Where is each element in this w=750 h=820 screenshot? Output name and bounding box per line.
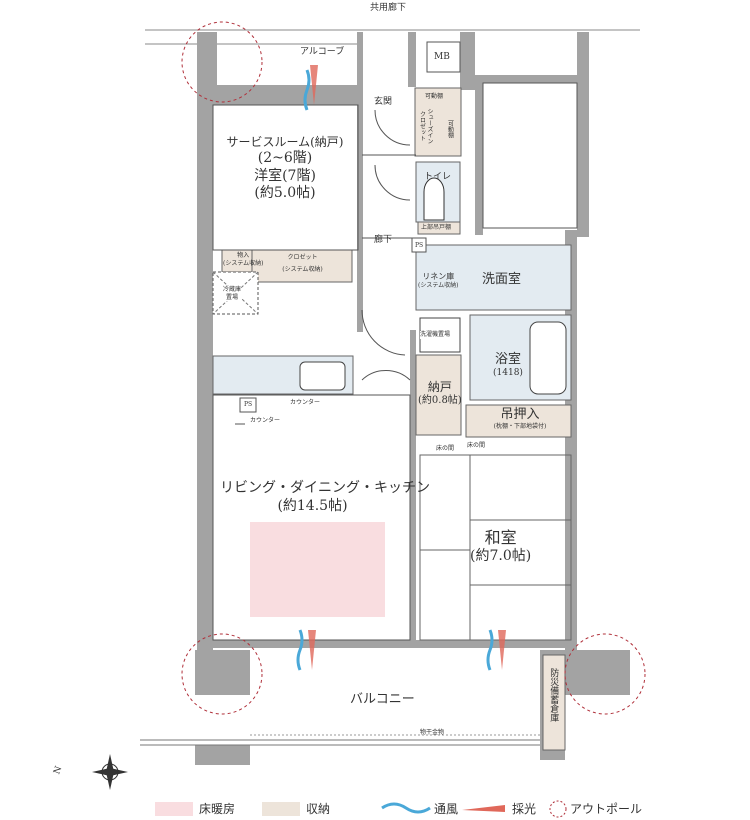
nando-name: 納戸: [427, 380, 452, 394]
legend-label: 床暖房: [199, 802, 236, 816]
label-ldk: リビング・ダイニング・キッチン(約14.5帖): [220, 480, 430, 515]
label-tokonoma: 床の間: [436, 445, 455, 452]
label-tokonoma-2: 床の間: [467, 442, 486, 449]
service-room-size: (約5.0帖): [254, 185, 316, 201]
mb-box: [426, 41, 461, 73]
label-common-corridor: 共用廊下: [370, 3, 407, 13]
label-entrance: 玄関: [374, 97, 393, 107]
legend-light: 採光: [512, 800, 536, 817]
label-ps: PS: [244, 401, 253, 408]
label-balcony: バルコニー: [350, 692, 415, 707]
ps-box: [411, 237, 427, 253]
compass-icon: [92, 754, 128, 790]
label-counter: カウンター: [290, 399, 321, 406]
japanese-room-size: (約7.0帖): [470, 548, 532, 564]
legend-label: 採光: [512, 802, 537, 816]
service-room-name: サービスルーム(納戸): [226, 135, 344, 149]
label-bathroom: 浴室(1418): [493, 352, 523, 380]
label-hallway: 廊下: [374, 235, 393, 245]
ldk-size: (約14.5帖): [277, 497, 348, 514]
linen-system: (システム収納): [418, 282, 459, 289]
ldk-name: リビング・ダイニング・キッチン: [220, 480, 430, 496]
label-counter-2: カウンター: [250, 417, 281, 424]
wind-wave-icon: [381, 802, 431, 814]
legend-floor-heating: 床暖房: [155, 800, 235, 817]
walls: [195, 32, 630, 765]
pink-swatch: [155, 801, 193, 816]
label-emergency-storage: 防災備蓄倉庫: [548, 668, 559, 722]
label-closet: クロゼット (システム収納): [275, 254, 330, 273]
outpole-circles: [181, 21, 646, 715]
label-shoes-in-closet: シューズイン クロゼット: [418, 108, 434, 144]
label-ps: PS: [415, 242, 424, 249]
label-service-room: サービスルーム(納戸) (2~6階) 洋室(7階) (約5.0帖): [220, 135, 350, 203]
closet-upper-name: 吊押入: [500, 407, 540, 422]
label-drying-hardware: 物干金物: [420, 729, 445, 736]
storage-name: 物入: [237, 252, 250, 259]
storage-areas: [221, 87, 572, 751]
label-upper-cabinet: 上部吊戸棚: [421, 224, 452, 231]
floor-heating-area: [250, 522, 385, 617]
label-closet-upper: 吊押入(枕棚・下部地袋付): [480, 407, 560, 431]
label-japanese-room: 和室(約7.0帖): [470, 528, 531, 566]
label-nando: 納戸(約0.8帖): [418, 380, 462, 408]
kitchen-sink: [299, 361, 346, 391]
legend-label: 通風: [434, 802, 459, 816]
linen-name: リネン庫: [422, 272, 455, 281]
light-icon: [462, 805, 505, 812]
toilet-fixture: [423, 177, 445, 221]
ventilation-light-marks: [296, 65, 506, 671]
label-linen: リネン庫(システム収納): [418, 272, 459, 290]
label-toilet: トイレ: [424, 172, 452, 182]
closet-upper-note: (枕棚・下部地袋付): [493, 423, 547, 431]
label-washroom: 洗面室: [482, 272, 522, 287]
bathroom-name: 浴室: [494, 352, 521, 367]
legend-outpole: アウトポール: [570, 800, 642, 817]
closet-name: クロゼット: [287, 254, 318, 261]
japanese-room-name: 和室: [484, 528, 517, 547]
legend-label: 収納: [306, 802, 331, 816]
legend-label: アウトポール: [570, 802, 643, 816]
label-mb: MB: [434, 52, 450, 62]
nando-size: (約0.8帖): [418, 395, 462, 406]
western-room-name: 洋室(7階): [254, 167, 316, 184]
label-fridge: 冷蔵庫 置場: [223, 286, 242, 301]
storage-system: (システム収納): [223, 259, 264, 267]
bathtub: [529, 321, 567, 395]
tatami: [419, 454, 572, 641]
label-alcove: アルコーブ: [300, 47, 345, 57]
beige-swatch: [262, 801, 300, 816]
legend-storage: 収納: [262, 800, 330, 817]
label-storage: 物入(システム収納): [223, 252, 264, 267]
legend-ventilation: 通風: [434, 800, 458, 817]
bathroom-size: (1418): [493, 368, 523, 379]
label-movable-shelf: 可動棚: [425, 93, 444, 100]
label-movable-shelf-2: 可動棚: [446, 120, 454, 138]
service-room-floors: (2~6階): [257, 150, 313, 166]
dashed-circle-icon: [549, 800, 567, 818]
label-washer: 洗濯機置場: [420, 331, 451, 339]
closet-system: (システム収納): [282, 265, 323, 273]
ps-box: [239, 397, 257, 413]
